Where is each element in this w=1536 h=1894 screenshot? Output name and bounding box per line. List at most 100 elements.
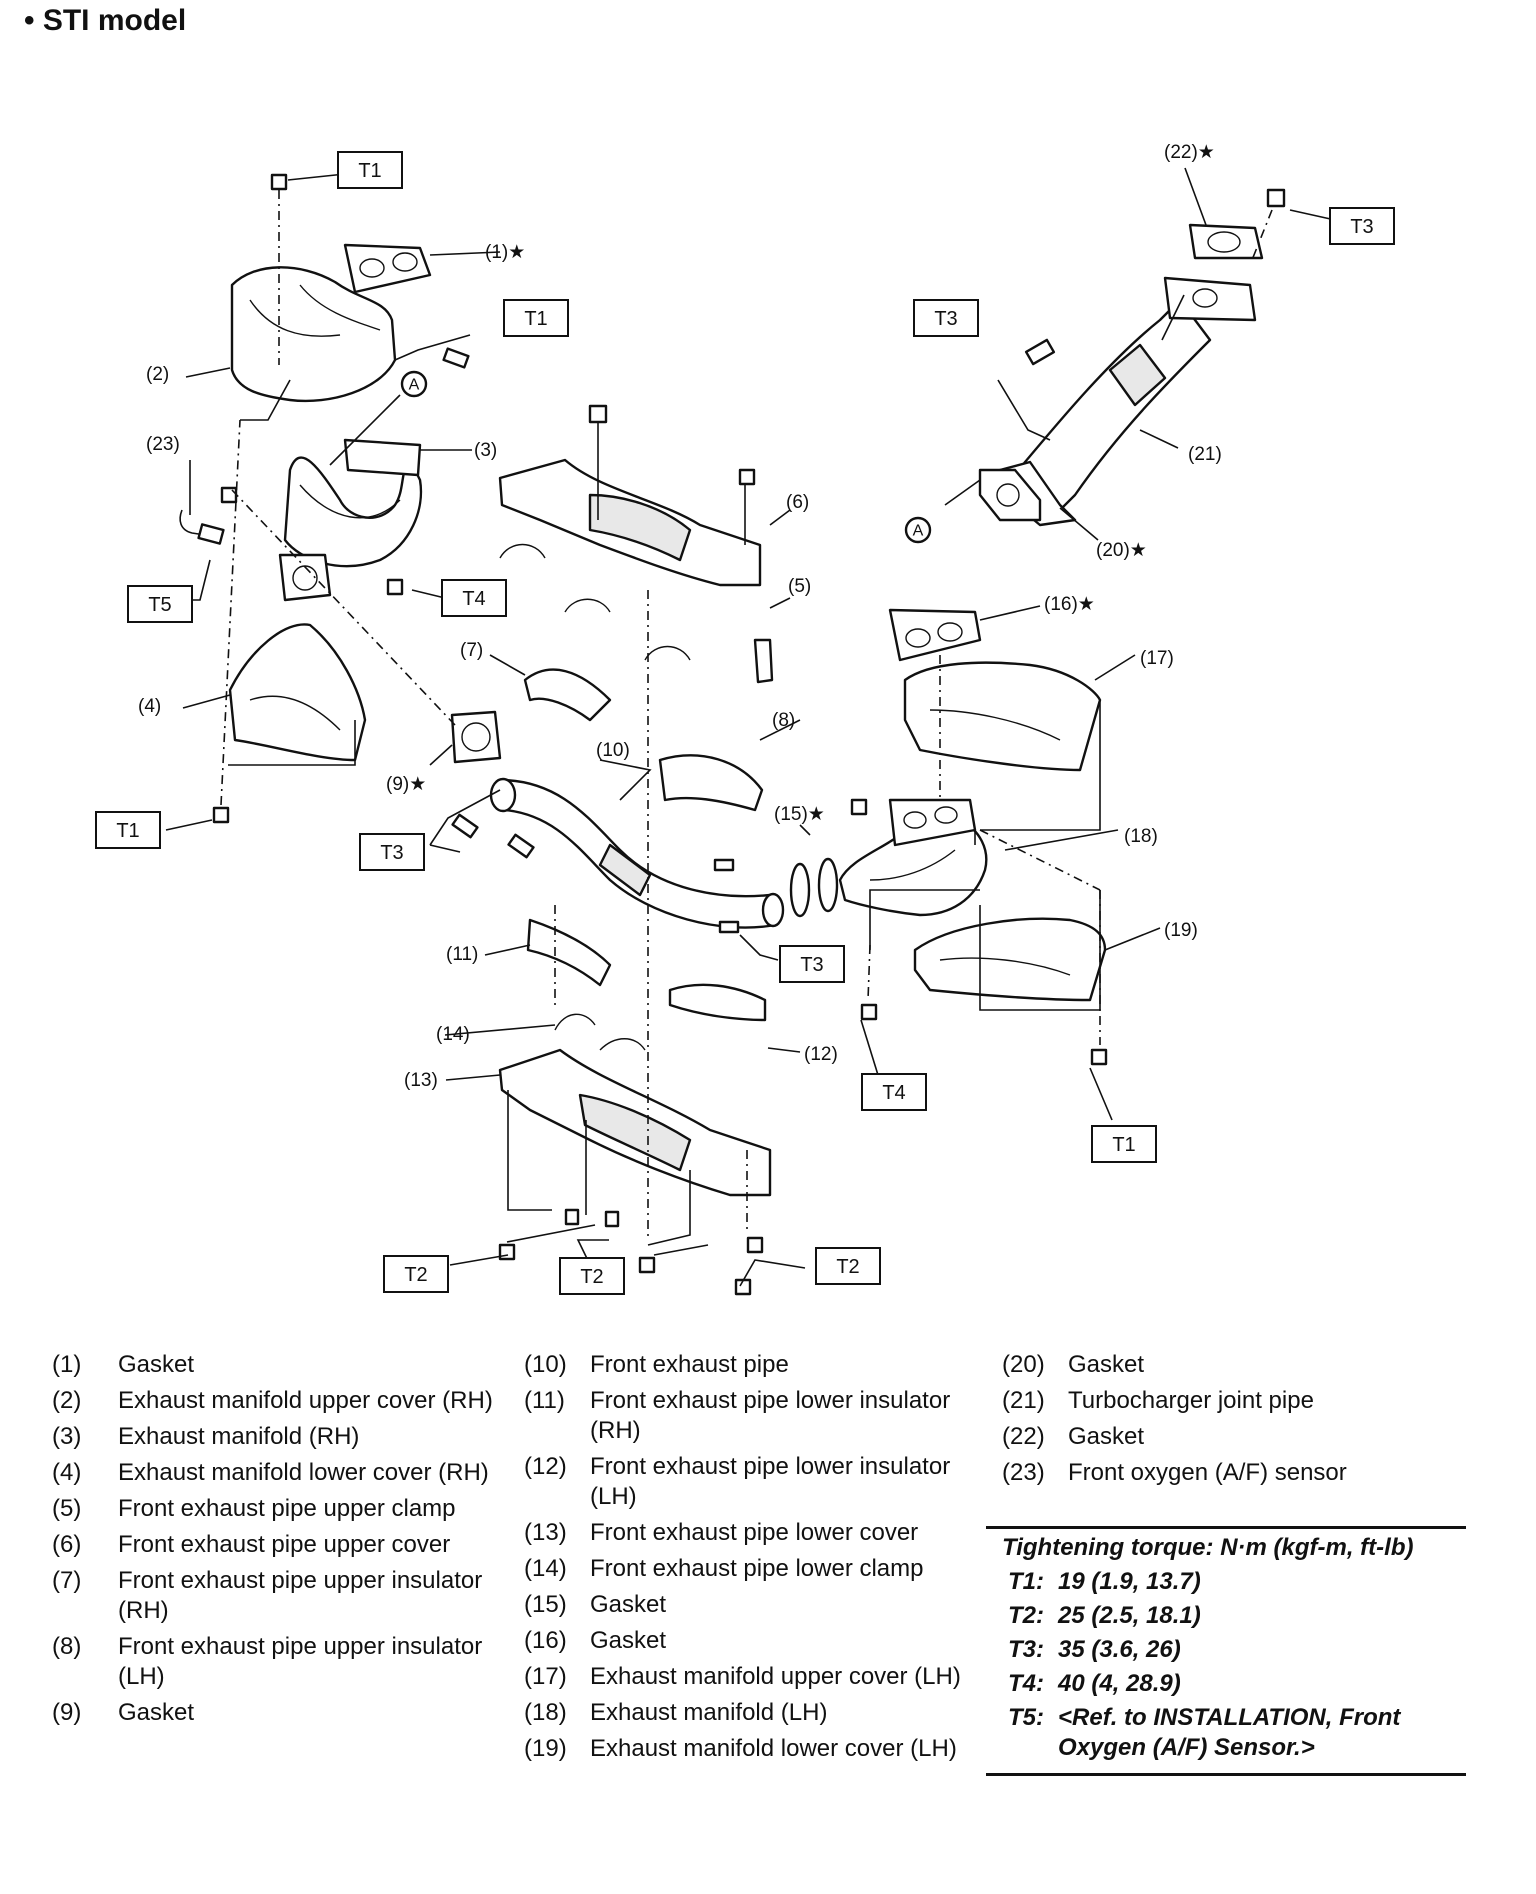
legend-row: (16)Gasket	[524, 1627, 667, 1654]
gasket-15	[789, 857, 839, 918]
svg-text:T2: T2	[580, 1266, 603, 1288]
svg-text:T1: T1	[116, 820, 139, 842]
svg-text:T3: T3	[934, 308, 957, 330]
svg-text:T3: T3	[380, 842, 403, 864]
ref-box-t1-top: T1	[337, 151, 403, 189]
torque-table: Tightening torque: N·m (kgf-m, ft-lb) T1…	[986, 1526, 1466, 1776]
legend-row: (5)Front exhaust pipe upper clamp	[52, 1495, 456, 1522]
svg-text:T4: T4	[462, 588, 485, 610]
bolt-mid	[442, 347, 470, 369]
exhaust-manifold-lower-cover-rh	[228, 623, 367, 762]
front-exhaust-pipe-lower-insulator-rh	[526, 918, 612, 987]
legend-row: (1)Gasket	[52, 1351, 195, 1378]
legend-row: (12)Front exhaust pipe lower insulator (…	[524, 1453, 951, 1510]
svg-text:T2: T2	[836, 1256, 859, 1278]
legend-row: (19)Exhaust manifold lower cover (LH)	[524, 1735, 957, 1762]
svg-text:T2: T2	[404, 1264, 427, 1286]
svg-text:T3: T3	[1350, 216, 1373, 238]
exhaust-manifold-lower-cover-lh	[913, 917, 1107, 1002]
gasket-16	[888, 608, 982, 662]
legend-row: (13)Front exhaust pipe lower cover	[524, 1519, 919, 1546]
callout-2: (2)	[146, 364, 169, 385]
torque-row: T2:25 (2.5, 18.1)	[1008, 1602, 1201, 1629]
ref-box-t4-right: T4	[861, 1073, 927, 1111]
svg-text:A: A	[409, 377, 420, 394]
svg-text:T1: T1	[1112, 1134, 1135, 1156]
front-exhaust-pipe-lower-cover	[498, 1048, 772, 1197]
callout-18: (18)	[1124, 826, 1158, 847]
ref-box-t3-turbo: T3	[913, 299, 979, 337]
callout-17: (17)	[1140, 648, 1174, 669]
gasket-1	[343, 243, 432, 294]
legend-row: (10)Front exhaust pipe	[524, 1351, 789, 1378]
callout-7: (7)	[460, 640, 483, 661]
front-exhaust-pipe	[489, 777, 785, 929]
parts-legend-col-1: (1)Gasket (2)Exhaust manifold upper cove…	[52, 1350, 502, 1734]
legend-row: (21)Turbocharger joint pipe	[1002, 1387, 1314, 1414]
front-exhaust-pipe-upper-insulator-lh	[658, 754, 764, 812]
legend-row: (18)Exhaust manifold (LH)	[524, 1699, 828, 1726]
callout-11: (11)	[446, 944, 478, 965]
callout-6: (6)	[786, 492, 809, 513]
exhaust-manifold-lh	[838, 798, 988, 917]
nut-turbo	[1024, 188, 1286, 366]
callout-21: (21)	[1188, 444, 1222, 465]
legend-row: (2)Exhaust manifold upper cover (RH)	[52, 1387, 493, 1414]
ref-box-t1-right: T1	[1091, 1125, 1157, 1163]
ref-box-t2-right: T2	[815, 1247, 881, 1285]
svg-text:T1: T1	[524, 308, 547, 330]
legend-row: (17)Exhaust manifold upper cover (LH)	[524, 1663, 961, 1690]
ref-marker-a-right: A	[904, 516, 932, 544]
callout-13: (13)	[404, 1070, 438, 1091]
front-exhaust-pipe-upper-clamp	[753, 638, 774, 684]
legend-row: (4)Exhaust manifold lower cover (RH)	[52, 1459, 489, 1486]
exhaust-exploded-diagram: A A T1 T1 T1 T1 T2 T2 T2 T3 T3	[95, 142, 1395, 1296]
page-heading: • STI model	[24, 4, 187, 37]
legend-row: (22)Gasket	[1002, 1423, 1145, 1450]
nut-t4-left	[386, 578, 404, 596]
bolt-low-left	[212, 806, 230, 824]
legend-row: (3)Exhaust manifold (RH)	[52, 1423, 360, 1450]
nuts-centre	[451, 404, 868, 1296]
gasket-9	[450, 710, 502, 764]
ref-box-t3-left: T3	[359, 833, 425, 871]
ref-box-t1-left: T1	[95, 811, 161, 849]
ref-box-t3-top: T3	[1329, 207, 1395, 245]
turbocharger-joint-pipe	[998, 276, 1257, 527]
legend-row: (20)Gasket	[1002, 1351, 1145, 1378]
ref-box-t2-mid: T2	[559, 1257, 625, 1295]
legend-row: (23)Front oxygen (A/F) sensor	[1002, 1459, 1347, 1486]
legend-row: (9)Gasket	[52, 1699, 195, 1726]
callout-12: (12)	[804, 1044, 838, 1065]
nut-sensor	[220, 486, 238, 504]
parts-legend-col-2: (10)Front exhaust pipe (11)Front exhaust…	[524, 1350, 994, 1770]
callout-23: (23)	[146, 434, 180, 455]
callout-20: (20)★	[1096, 540, 1147, 561]
legend-row: (6)Front exhaust pipe upper cover	[52, 1531, 451, 1558]
svg-text:T5: T5	[148, 594, 171, 616]
torque-row: T4:40 (4, 28.9)	[1008, 1670, 1181, 1697]
callout-4: (4)	[138, 696, 161, 717]
ref-marker-a-left: A	[400, 370, 428, 398]
gasket-22	[1188, 223, 1264, 260]
legend-row: (8)Front exhaust pipe upper insulator (L…	[52, 1633, 483, 1690]
parts-legend-col-3: (20)Gasket (21)Turbocharger joint pipe (…	[1002, 1350, 1472, 1494]
callout-3: (3)	[474, 440, 497, 461]
bolt-lh	[860, 1003, 1108, 1066]
callout-22: (22)★	[1164, 142, 1215, 163]
ref-box-t2-left: T2	[383, 1255, 449, 1293]
exhaust-manifold-upper-cover-lh	[903, 661, 1102, 772]
ref-box-t3-mid: T3	[779, 945, 845, 983]
ref-box-t1-mid: T1	[503, 299, 569, 337]
legend-row: (14)Front exhaust pipe lower clamp	[524, 1555, 924, 1582]
svg-text:T3: T3	[800, 954, 823, 976]
svg-text:T4: T4	[882, 1082, 905, 1104]
callout-8: (8)	[772, 710, 795, 731]
callout-15: (15)★	[774, 804, 825, 825]
torque-row: T3:35 (3.6, 26)	[1008, 1636, 1181, 1663]
legend-row: (11)Front exhaust pipe lower insulator (…	[524, 1387, 951, 1444]
ref-box-t5: T5	[127, 585, 193, 623]
legend-row: (7)Front exhaust pipe upper insulator (R…	[52, 1567, 483, 1624]
svg-text:T1: T1	[358, 160, 381, 182]
callout-14: (14)	[436, 1024, 470, 1045]
